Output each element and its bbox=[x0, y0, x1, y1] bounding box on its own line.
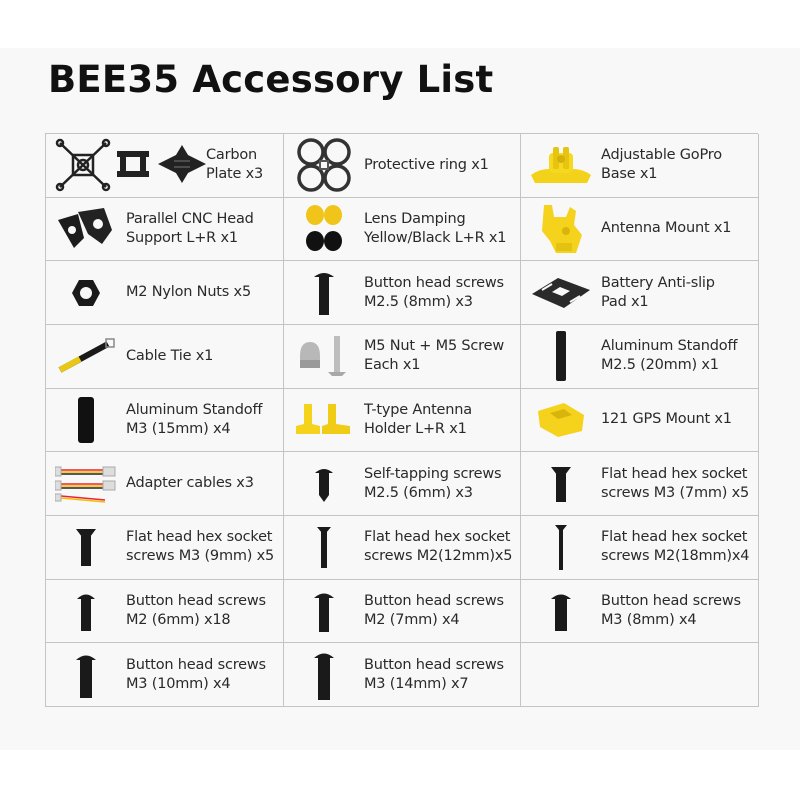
accessory-cell-button-screw-m3-10: Button head screws M3 (10mm) x4 bbox=[46, 643, 284, 707]
accessory-label: Aluminum Standoff M2.5 (20mm) x1 bbox=[601, 338, 738, 374]
accessory-label: Flat head hex socket screws M2(12mm)x5 bbox=[364, 529, 513, 565]
accessory-label: Aluminum Standoff M3 (15mm) x4 bbox=[126, 401, 263, 437]
button-head-screw-icon bbox=[284, 581, 364, 641]
battery-pad-icon bbox=[521, 263, 601, 323]
accessory-label: Adapter cables x3 bbox=[126, 475, 254, 492]
accessory-cell-flat-screw-m2-12: Flat head hex socket screws M2(12mm)x5 bbox=[284, 516, 521, 580]
accessory-label: M5 Nut + M5 Screw Each x1 bbox=[364, 338, 504, 374]
protective-ring-icon bbox=[284, 135, 364, 195]
accessory-cell-self-tapping-screw: Self-tapping screws M2.5 (6mm) x3 bbox=[284, 452, 521, 516]
accessory-label: Antenna Mount x1 bbox=[601, 220, 732, 237]
adapter-cables-icon bbox=[46, 454, 126, 514]
gps-mount-icon bbox=[521, 390, 601, 450]
self-tapping-screw-icon bbox=[284, 454, 364, 514]
accessory-label: Button head screws M3 (10mm) x4 bbox=[126, 656, 266, 692]
accessory-label: 121 GPS Mount x1 bbox=[601, 411, 732, 428]
accessory-cell-adapter-cables: Adapter cables x3 bbox=[46, 452, 284, 516]
accessory-label: Battery Anti-slip Pad x1 bbox=[601, 274, 715, 310]
accessory-cell-empty bbox=[521, 643, 759, 707]
button-head-screw-icon bbox=[284, 263, 364, 323]
accessory-label: Flat head hex socket screws M3 (9mm) x5 bbox=[126, 529, 275, 565]
accessory-label: Button head screws M3 (8mm) x4 bbox=[601, 592, 741, 628]
antenna-mount-icon bbox=[521, 199, 601, 259]
carbon-plate-icon bbox=[46, 135, 206, 195]
button-head-screw-icon bbox=[46, 645, 126, 705]
accessory-cell-nylon-nuts: M2 Nylon Nuts x5 bbox=[46, 261, 284, 325]
flat-head-screw-icon bbox=[521, 454, 601, 514]
cnc-head-support-icon bbox=[46, 199, 126, 259]
accessory-label: M2 Nylon Nuts x5 bbox=[126, 284, 251, 301]
accessory-label: Flat head hex socket screws M3 (7mm) x5 bbox=[601, 465, 750, 501]
accessory-cell-m5-nut-screw: M5 Nut + M5 Screw Each x1 bbox=[284, 325, 521, 389]
accessory-cell-standoff-m3-15: Aluminum Standoff M3 (15mm) x4 bbox=[46, 388, 284, 453]
accessory-cell-gps-mount: 121 GPS Mount x1 bbox=[521, 388, 759, 453]
button-head-screw-icon bbox=[46, 581, 126, 641]
button-head-screw-icon bbox=[284, 645, 364, 705]
accessory-cell-cnc-head-support: Parallel CNC Head Support L+R x1 bbox=[46, 197, 284, 262]
accessory-label: Lens Damping Yellow/Black L+R x1 bbox=[364, 210, 507, 246]
accessory-cell-protective-ring: Protective ring x1 bbox=[284, 134, 521, 198]
button-head-screw-icon bbox=[521, 581, 601, 641]
t-antenna-holder-icon bbox=[284, 390, 364, 450]
accessory-table: Carbon Plate x3 Protective ring x1 Adjus… bbox=[45, 133, 759, 707]
accessory-cell-antenna-mount: Antenna Mount x1 bbox=[521, 197, 759, 262]
accessory-cell-flat-screw-m3-9: Flat head hex socket screws M3 (9mm) x5 bbox=[46, 516, 284, 580]
accessory-label: Adjustable GoPro Base x1 bbox=[601, 147, 722, 183]
accessory-cell-carbon-plate: Carbon Plate x3 bbox=[46, 134, 284, 198]
accessory-label: T-type Antenna Holder L+R x1 bbox=[364, 401, 472, 437]
accessory-cell-button-screw-m3-8: Button head screws M3 (8mm) x4 bbox=[521, 579, 759, 644]
accessory-label: Self-tapping screws M2.5 (6mm) x3 bbox=[364, 465, 502, 501]
nylon-nut-icon bbox=[46, 263, 126, 323]
gopro-base-icon bbox=[521, 135, 601, 195]
page-title: BEE35 Accessory List bbox=[48, 58, 494, 101]
m5-nut-screw-icon bbox=[284, 326, 364, 386]
accessory-cell-battery-pad: Battery Anti-slip Pad x1 bbox=[521, 261, 759, 325]
accessory-cell-button-screw-m2-7: Button head screws M2 (7mm) x4 bbox=[284, 579, 521, 644]
accessory-label: Button head screws M2 (6mm) x18 bbox=[126, 592, 266, 628]
accessory-label: Parallel CNC Head Support L+R x1 bbox=[126, 210, 254, 246]
standoff-icon bbox=[521, 326, 601, 386]
accessory-label: Button head screws M2 (7mm) x4 bbox=[364, 592, 504, 628]
accessory-cell-button-screw-m2-6: Button head screws M2 (6mm) x18 bbox=[46, 579, 284, 644]
accessory-cell-button-screw-m25-8: Button head screws M2.5 (8mm) x3 bbox=[284, 261, 521, 325]
flat-head-screw-icon bbox=[284, 517, 364, 577]
accessory-label: Button head screws M2.5 (8mm) x3 bbox=[364, 274, 504, 310]
accessory-cell-lens-damping: Lens Damping Yellow/Black L+R x1 bbox=[284, 197, 521, 262]
accessory-cell-gopro-base: Adjustable GoPro Base x1 bbox=[521, 134, 759, 198]
flat-head-screw-icon bbox=[521, 517, 601, 577]
accessory-cell-standoff-m25-20: Aluminum Standoff M2.5 (20mm) x1 bbox=[521, 325, 759, 389]
cable-tie-icon bbox=[46, 326, 126, 386]
accessory-cell-flat-screw-m2-18: Flat head hex socket screws M2(18mm)x4 bbox=[521, 516, 759, 580]
flat-head-screw-icon bbox=[46, 517, 126, 577]
accessory-label: Protective ring x1 bbox=[364, 156, 489, 173]
accessory-cell-button-screw-m3-14: Button head screws M3 (14mm) x7 bbox=[284, 643, 521, 707]
accessory-cell-flat-screw-m3-7: Flat head hex socket screws M3 (7mm) x5 bbox=[521, 452, 759, 516]
accessory-cell-cable-tie: Cable Tie x1 bbox=[46, 325, 284, 389]
accessory-label: Button head screws M3 (14mm) x7 bbox=[364, 656, 504, 692]
lens-damping-icon bbox=[284, 199, 364, 259]
accessory-label: Cable Tie x1 bbox=[126, 347, 214, 364]
standoff-icon bbox=[46, 390, 126, 450]
accessory-label: Carbon Plate x3 bbox=[206, 147, 264, 183]
accessory-cell-t-antenna-holder: T-type Antenna Holder L+R x1 bbox=[284, 388, 521, 453]
accessory-label: Flat head hex socket screws M2(18mm)x4 bbox=[601, 529, 750, 565]
